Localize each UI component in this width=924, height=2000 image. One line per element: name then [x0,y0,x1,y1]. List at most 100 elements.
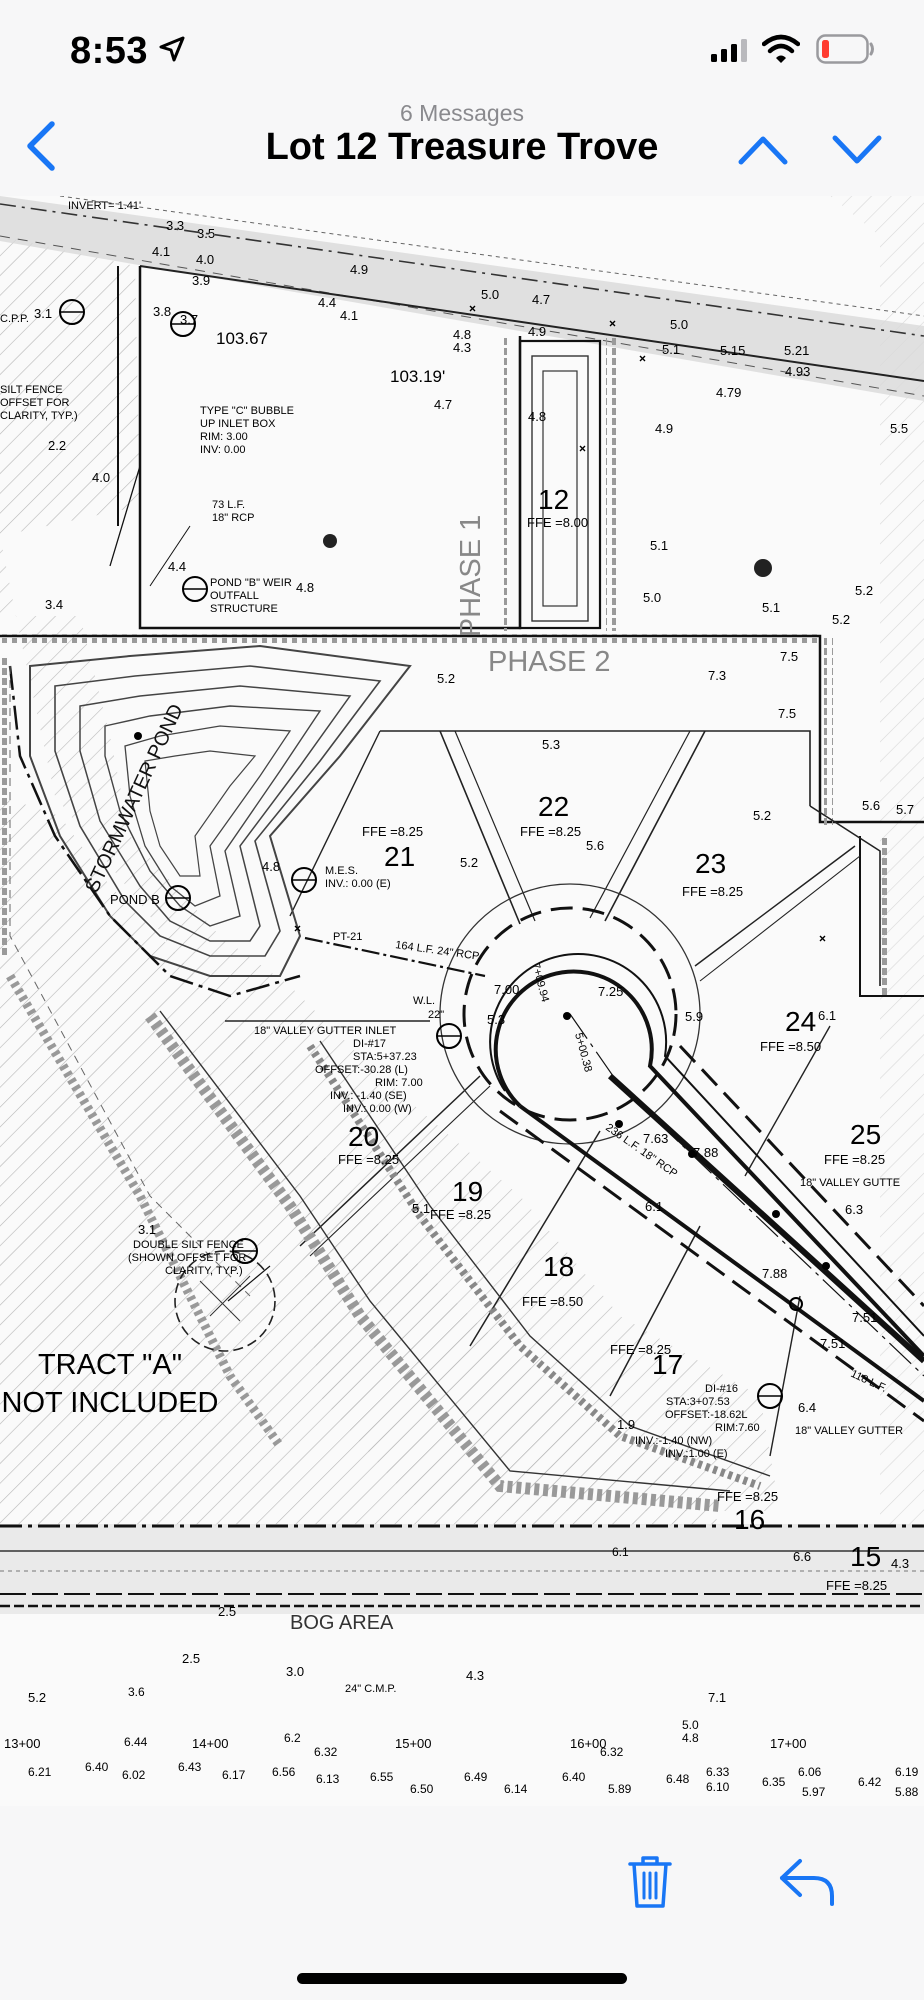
svg-text:5.1: 5.1 [662,342,680,357]
svg-text:3.6: 3.6 [128,1685,145,1699]
lot-ffe: FFE =8.25 [610,1342,671,1357]
location-arrow-icon [159,36,185,62]
back-chevron-icon[interactable] [24,120,58,172]
lot-ffe: FFE =8.00 [527,515,588,530]
lot-number: 17 [652,1349,683,1380]
svg-text:5.0: 5.0 [481,287,499,302]
lot-number: 21 [384,841,415,872]
lot-ffe: FFE =8.25 [826,1578,887,1593]
callout-text: (SHOWN OFFSET FOR [128,1252,246,1264]
svg-text:3.1: 3.1 [138,1222,156,1237]
svg-text:5.9: 5.9 [685,1009,703,1024]
svg-text:7.5: 7.5 [780,649,798,664]
svg-text:6.1: 6.1 [612,1545,629,1559]
svg-text:6.02: 6.02 [122,1768,146,1782]
lot-number: 22 [538,791,569,822]
svg-text:6.43: 6.43 [178,1760,202,1774]
svg-text:6.1: 6.1 [818,1008,836,1023]
svg-text:6.55: 6.55 [370,1770,394,1784]
home-indicator[interactable] [297,1973,627,1984]
pond-b-label: POND B [110,892,160,907]
svg-text:4.8: 4.8 [528,409,546,424]
callout-text: 73 L.F. [212,499,245,511]
callout-text: 18" RCP [212,512,254,524]
callout-text: 18" VALLEY GUTTER [795,1425,903,1437]
svg-text:5.2: 5.2 [28,1690,46,1705]
svg-text:3.9: 3.9 [192,273,210,288]
wifi-icon [762,34,800,63]
svg-text:5.2: 5.2 [832,612,850,627]
callout-text: OUTFALL [210,590,259,602]
svg-text:5.88: 5.88 [895,1785,919,1799]
callout-text: POND "B" WEIR [210,577,292,589]
callout-text: 18" VALLEY GUTTER INLET [254,1025,397,1037]
tract-label: TRACT "A" [38,1349,182,1381]
svg-text:7.00: 7.00 [494,982,519,997]
lot-number: 24 [785,1006,816,1037]
message-subject: Lot 12 Treasure Trove [265,126,659,168]
svg-text:5.5: 5.5 [890,421,908,436]
callout-text: RIM: 7.00 [375,1077,423,1089]
callout-text: INV.:1.00 (E) [665,1448,728,1460]
svg-text:15+00: 15+00 [395,1736,432,1751]
callout-text: DI-#17 [353,1038,386,1050]
svg-text:6.06: 6.06 [798,1765,822,1779]
svg-text:6.1: 6.1 [645,1199,663,1214]
chevron-down-icon[interactable] [832,134,882,166]
callout-text: TYPE "C" BUBBLE [200,405,294,417]
status-time: 8:53 [70,30,149,72]
callout-text: RIM:7.60 [715,1422,760,1434]
callout-text: PT-21 [333,931,362,943]
svg-text:5.2: 5.2 [753,808,771,823]
svg-text:5.0: 5.0 [670,317,688,332]
callout-text: 22" [428,1009,444,1021]
svg-text:4.9: 4.9 [350,262,368,277]
svg-text:7.51: 7.51 [852,1310,877,1325]
svg-text:4.8: 4.8 [262,859,280,874]
svg-text:14+00: 14+00 [192,1736,229,1751]
trash-icon[interactable] [626,1854,674,1910]
svg-text:5.2: 5.2 [437,671,455,686]
lot-number: 15 [850,1541,881,1572]
svg-text:6.35: 6.35 [762,1775,786,1789]
svg-text:5.21: 5.21 [784,343,809,358]
svg-text:5.1: 5.1 [762,600,780,615]
road-stations: 13+00 14+00 15+00 16+00 17+00 [4,1736,807,1751]
svg-text:7.88: 7.88 [762,1266,787,1281]
svg-text:6.14: 6.14 [504,1782,528,1796]
svg-text:5.1: 5.1 [412,1201,430,1216]
svg-text:7.5: 7.5 [778,706,796,721]
svg-text:5.2: 5.2 [460,855,478,870]
svg-text:6.42: 6.42 [858,1775,882,1789]
callout-text: STRUCTURE [210,603,278,615]
reply-icon[interactable] [778,1856,836,1908]
svg-text:6.56: 6.56 [272,1765,296,1779]
callout-text: C.P.P. [0,313,29,325]
attached-site-plan-image[interactable]: PHASE 1 PHASE 2 12 21 22 23 24 25 20 19 … [0,196,924,1806]
svg-text:5.6: 5.6 [586,838,604,853]
svg-text:2.2: 2.2 [48,438,66,453]
callout-text: INVERT= 1.41' [68,200,141,212]
svg-text:6.21: 6.21 [28,1765,52,1779]
lot-number: 23 [695,848,726,879]
svg-text:5.6: 5.6 [862,798,880,813]
tract-label: NOT INCLUDED [2,1387,219,1419]
svg-text:6.2: 6.2 [284,1731,301,1745]
lot-number: 20 [348,1121,379,1152]
svg-text:7.88: 7.88 [693,1145,718,1160]
lot-ffe: FFE =8.50 [522,1294,583,1309]
signal-bars-icon [711,39,747,62]
lot-ffe: FFE =8.25 [717,1489,778,1504]
svg-text:5.0: 5.0 [643,590,661,605]
callout-text: OFFSET FOR [0,397,70,409]
svg-text:5.15: 5.15 [720,343,745,358]
chevron-up-icon[interactable] [738,134,788,166]
status-bar: 8:53 [0,0,924,110]
svg-text:6.48: 6.48 [666,1772,690,1786]
svg-text:4.7: 4.7 [434,397,452,412]
svg-text:6.19: 6.19 [895,1765,919,1779]
callout-text: STA:5+37.23 [353,1051,417,1063]
lot-ffe: FFE =8.25 [338,1152,399,1167]
svg-text:6.32: 6.32 [600,1745,624,1759]
callout-text: W.L. [413,995,435,1007]
